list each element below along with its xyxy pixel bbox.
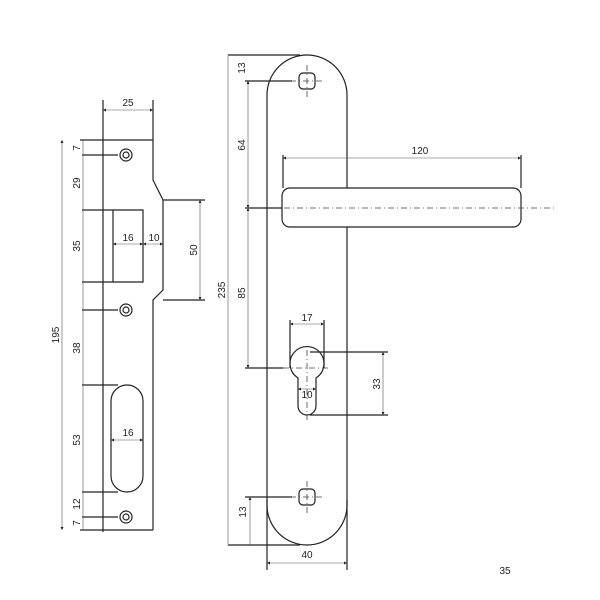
dim-bolt-to-hole: 12 — [72, 498, 83, 510]
dim-cylinder-width: 17 — [301, 313, 313, 324]
dim-top-hole: 13 — [237, 62, 248, 74]
dim-bolt-width: 16 — [122, 428, 134, 439]
strike-plate: 25 7 29 35 16 10 50 195 38 53 16 12 7 — [51, 98, 205, 532]
dim-total: 195 — [51, 326, 62, 343]
dim-total: 235 — [217, 281, 228, 298]
dim-top-hole: 7 — [72, 145, 83, 151]
dim-bolt-height: 53 — [72, 434, 83, 446]
dim-offset: 10 — [148, 233, 160, 244]
dim-cylinder-slot: 10 — [301, 390, 313, 401]
dim-width: 25 — [122, 98, 134, 109]
dim-cylinder-height: 33 — [372, 378, 383, 390]
dim-bottom-hole: 13 — [238, 506, 249, 518]
screw-hole-icon — [119, 303, 133, 317]
lever-handle — [281, 187, 522, 228]
dim-to-handle: 64 — [237, 139, 248, 151]
dim-handle-length: 120 — [412, 146, 429, 157]
handle-plate: 13 64 120 235 85 17 10 33 13 40 — [217, 54, 556, 570]
cut-off-label: 35 — [499, 566, 511, 577]
dim-to-bolt: 38 — [72, 342, 83, 354]
dim-plate-width: 40 — [301, 550, 313, 561]
dim-handle-to-cylinder: 85 — [237, 287, 248, 299]
screw-hole-icon — [119, 510, 133, 524]
dim-latch-width: 16 — [122, 233, 134, 244]
dim-bottom-hole: 7 — [72, 520, 83, 526]
dim-to-latch: 29 — [72, 177, 83, 189]
screw-hole-icon — [119, 148, 133, 162]
dim-latch-height: 35 — [72, 240, 83, 252]
dim-lip: 50 — [189, 244, 200, 256]
